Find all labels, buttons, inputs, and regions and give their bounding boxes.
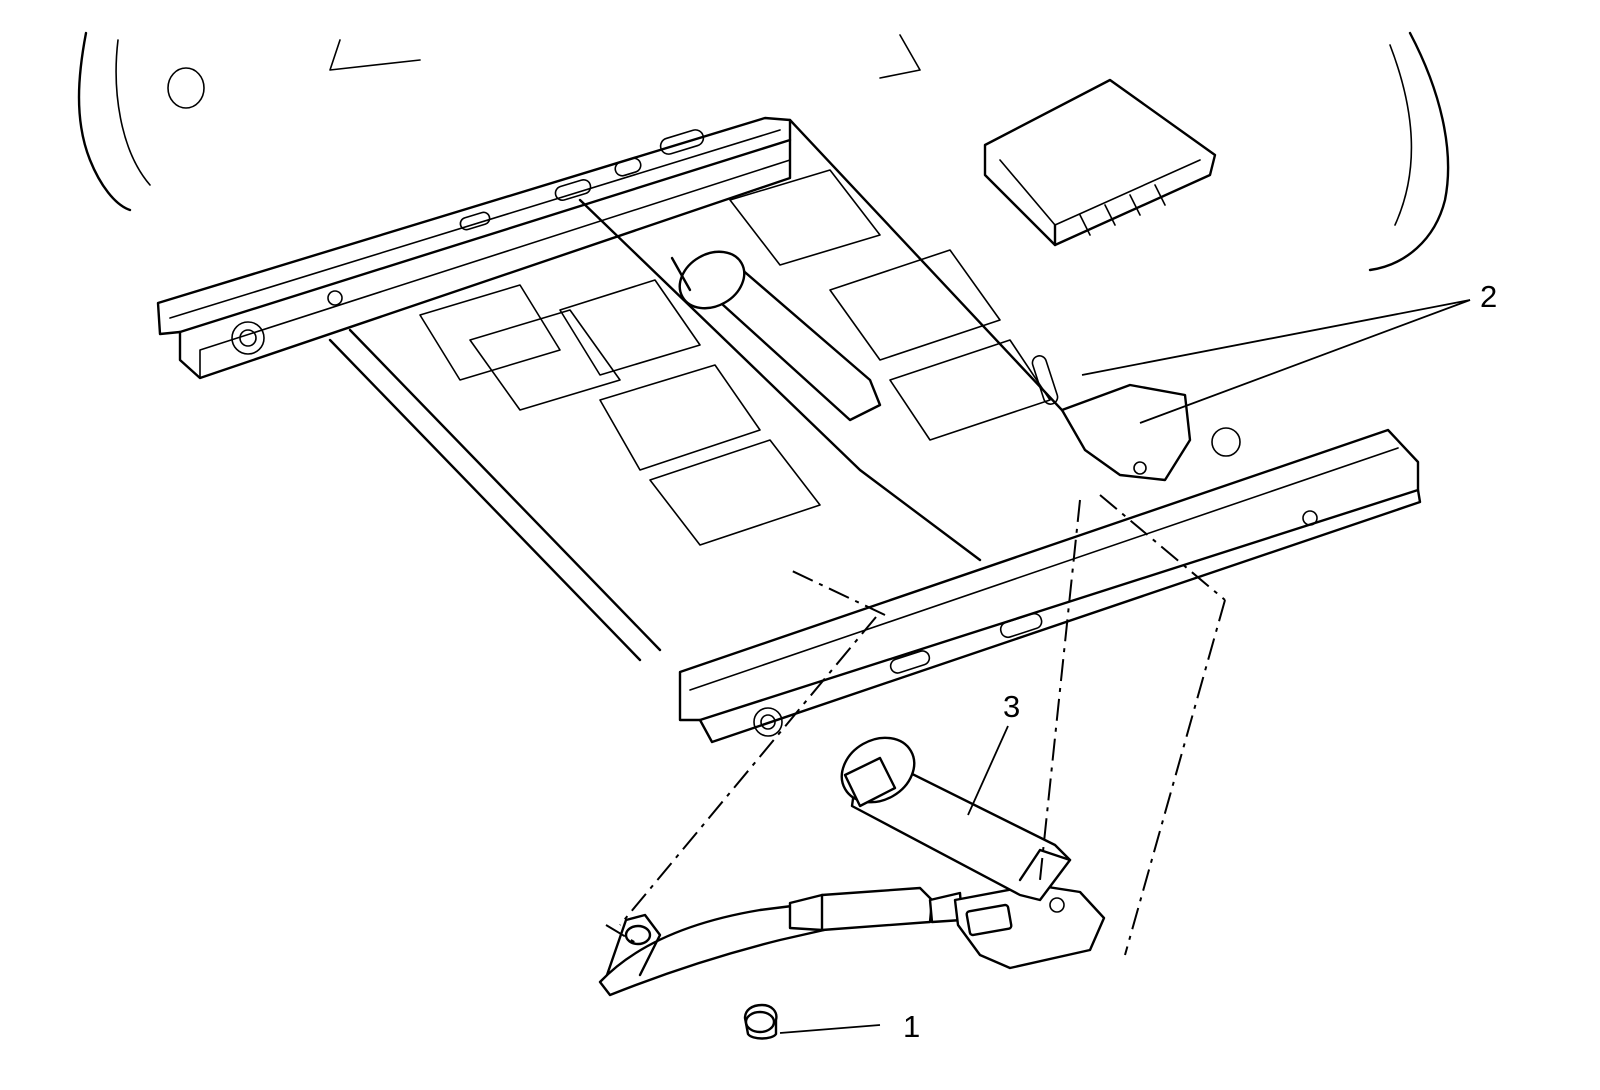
seat-cushion-outline [77, 31, 1450, 272]
callout-labels: 1 2 3 [903, 279, 1497, 1044]
bolt [743, 1003, 778, 1040]
lower-seat-rail [678, 427, 1422, 744]
actuator-assembly [598, 736, 1106, 997]
leader-lines [779, 299, 1471, 1034]
callout-2: 2 [1480, 279, 1497, 314]
callout-1: 1 [903, 1009, 920, 1044]
callout-3: 3 [1003, 689, 1020, 724]
seat-pan-frame [328, 118, 1092, 662]
seat-module [983, 78, 1217, 247]
upper-seat-rail [156, 116, 792, 380]
installed-motor [670, 250, 882, 422]
mounting-bracket [1031, 355, 1192, 482]
alignment-lines [605, 494, 1226, 956]
